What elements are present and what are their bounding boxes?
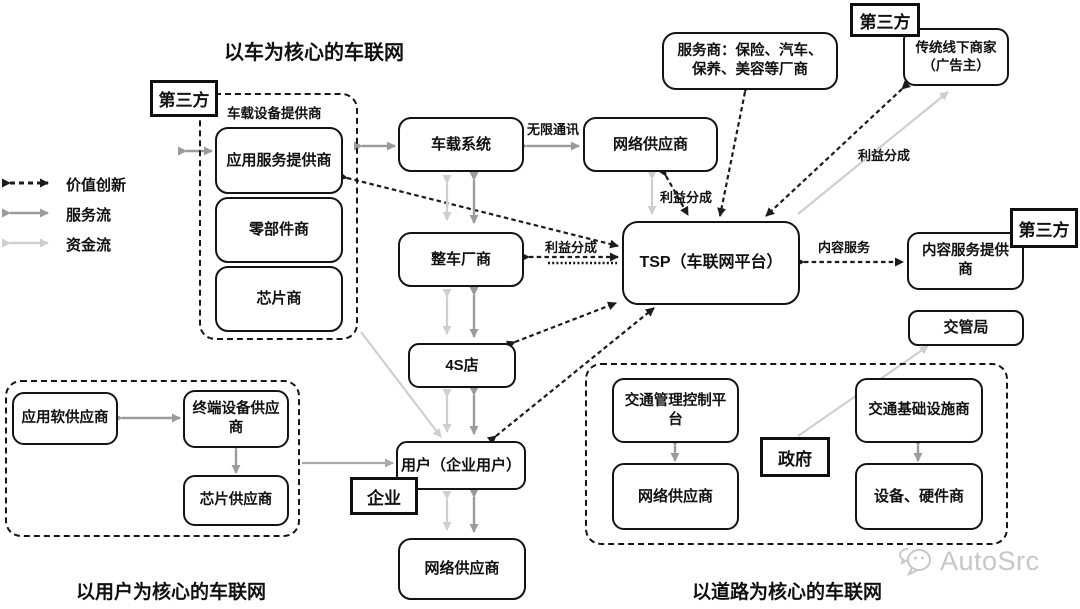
badge-third-party-right: 第三方 <box>1010 208 1078 248</box>
node-ivi-system: 车载系统 <box>398 117 524 172</box>
badge-enterprise: 企业 <box>350 477 418 515</box>
logo-text: AutoSrc <box>940 545 1040 576</box>
node-device-hardware-vendor: 设备、硬件商 <box>855 463 983 530</box>
edge-offlinemerchants-tsp-dashed <box>765 80 911 217</box>
edge-tsp-4s-dashed <box>505 301 617 350</box>
car-section-title: 以车为核心的车联网 <box>224 42 404 64</box>
node-content-service-provider: 内容服务提供商 <box>907 232 1024 290</box>
node-chip-vendor: 芯片商 <box>215 266 343 332</box>
badge-government: 政府 <box>760 437 830 477</box>
node-service-merchants: 服务商：保险、汽车、保养、美容等厂商 <box>662 32 838 90</box>
edge-label-revenue-share-oem: 利益分成 <box>545 240 598 255</box>
edge-tsp-offlinemerchants-capital <box>797 91 949 215</box>
node-traffic-mgmt-platform: 交通管理控制平台 <box>612 378 739 443</box>
node-terminal-device-supplier: 终端设备供应商 <box>183 390 289 448</box>
car-cluster-label: 车载设备提供商 <box>227 106 322 121</box>
edge-appservice-tsp-dashed <box>338 171 619 249</box>
legend-capital-flow-label: 资金流 <box>66 237 112 254</box>
node-4s-dealer: 4S店 <box>408 343 516 388</box>
edge-label-content-service: 内容服务 <box>818 240 871 255</box>
node-network-provider-bottom: 网络供应商 <box>398 538 526 600</box>
edge-tsp-user-dashed <box>486 307 655 445</box>
node-chip-supplier: 芯片供应商 <box>183 475 289 526</box>
node-network-provider-top: 网络供应商 <box>583 117 718 172</box>
node-tsp: TSP（车联网平台） <box>622 221 800 305</box>
edge-label-revenue-share-net: 利益分成 <box>660 190 713 205</box>
edge-servicemerchants-tsp-dashed <box>717 83 751 217</box>
node-network-provider-road: 网络供应商 <box>612 463 739 530</box>
car-cluster-box <box>199 93 358 340</box>
node-app-service-provider: 应用服务提供商 <box>215 127 343 194</box>
legend-service-flow-label: 服务流 <box>66 207 112 224</box>
edge-label-wireless-comm: 无限通讯 <box>527 122 580 137</box>
autosrc-logo: AutoSrc <box>898 545 1040 577</box>
road-section-title: 以道路为核心的车联网 <box>692 582 883 603</box>
road-cluster-box <box>585 363 1008 545</box>
node-app-software-supplier: 应用软供应商 <box>12 392 118 445</box>
node-parts-vendor: 零部件商 <box>215 197 343 263</box>
node-offline-merchants: 传统线下商家（广告主） <box>903 28 1009 86</box>
edge-label-revenue-share-merchant: 利益分成 <box>858 148 911 163</box>
edge-carcluster-user-capital <box>360 331 442 438</box>
node-oem: 整车厂商 <box>398 232 524 287</box>
badge-third-party-car: 第三方 <box>150 80 218 117</box>
legend-value-innovation-label: 价值创新 <box>66 177 127 194</box>
badge-third-party-top: 第三方 <box>850 3 920 37</box>
speech-bubbles-icon <box>898 545 936 577</box>
node-traffic-bureau: 交管局 <box>908 310 1024 346</box>
user-cluster-box <box>5 380 300 537</box>
node-traffic-infra-vendor: 交通基础设施商 <box>855 378 983 443</box>
user-section-title: 以用户为核心的车联网 <box>76 582 267 603</box>
